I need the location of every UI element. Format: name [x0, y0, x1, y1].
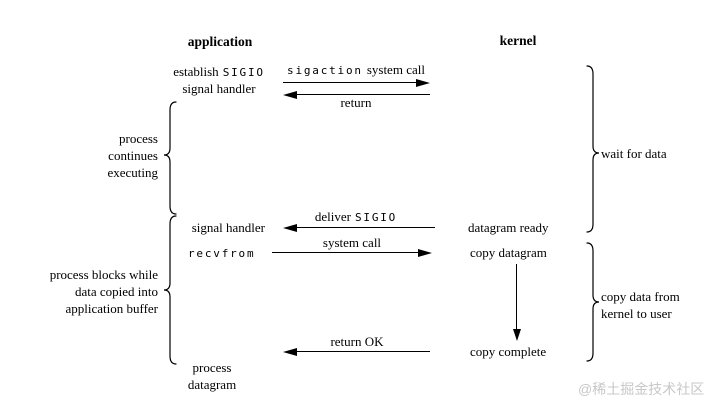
right-brace-copy-data: [586, 242, 600, 362]
arrow-line: [272, 252, 418, 253]
signal-handler-text: signal handler: [182, 81, 256, 96]
datagram-ready-label: datagram ready: [468, 220, 549, 235]
left-brace-process-blocks: [163, 215, 177, 365]
label-line: kernel to user: [601, 306, 672, 321]
label-line: executing: [107, 165, 158, 180]
label-line: process blocks while: [49, 267, 158, 282]
label-line: application buffer: [65, 301, 158, 316]
recvfrom-label: recvfrom: [188, 247, 256, 260]
return-ok-label: return OK: [330, 334, 384, 349]
arrow-line: [296, 94, 430, 95]
arrowhead-down-icon: [512, 329, 521, 341]
label-line: continues: [108, 148, 158, 163]
left-brace-process-continues: [163, 101, 177, 215]
right-brace-wait-for-data: [586, 65, 600, 233]
sigio-mono-text: SIGIO: [222, 66, 265, 79]
label-line: process: [192, 360, 232, 375]
arrow-line: [283, 82, 417, 83]
kernel-column-header: kernel: [499, 33, 537, 48]
arrowhead-left-icon: [283, 224, 297, 232]
establish-text: establish: [173, 64, 219, 79]
wait-for-data-label: wait for data: [601, 146, 667, 161]
process-blocks-label: process blocks while data copied into ap…: [28, 266, 158, 317]
system-call-label: system call: [322, 235, 382, 250]
copy-complete-label: copy complete: [470, 344, 547, 359]
sigio-mono-text: SIGIO: [354, 211, 398, 224]
arrow-line: [296, 227, 435, 228]
process-datagram-label: process datagram: [162, 359, 262, 393]
deliver-text: deliver: [314, 209, 351, 224]
arrowhead-left-icon: [283, 348, 297, 356]
copy-data-label: copy data from kernel to user: [601, 288, 680, 322]
label-line: data copied into: [74, 284, 158, 299]
arrow-line: [296, 351, 430, 352]
label-line: datagram: [187, 377, 237, 392]
copy-datagram-label: copy datagram: [470, 245, 547, 260]
sigaction-mono-text: sigaction: [287, 64, 363, 77]
return-label: return: [340, 95, 372, 110]
watermark: @稀土掘金技术社区: [578, 381, 705, 397]
signal-handler-label: signal handler: [191, 220, 265, 235]
label-line: process: [119, 131, 158, 146]
arrowhead-left-icon: [283, 91, 297, 99]
arrowhead-right-icon: [416, 79, 430, 87]
arrow-line: [516, 264, 517, 330]
application-column-header: application: [187, 34, 253, 49]
arrowhead-right-icon: [418, 249, 432, 257]
process-continues-label: process continues executing: [58, 130, 158, 181]
label-line: copy data from: [601, 289, 680, 304]
system-call-text: system call: [366, 62, 425, 77]
